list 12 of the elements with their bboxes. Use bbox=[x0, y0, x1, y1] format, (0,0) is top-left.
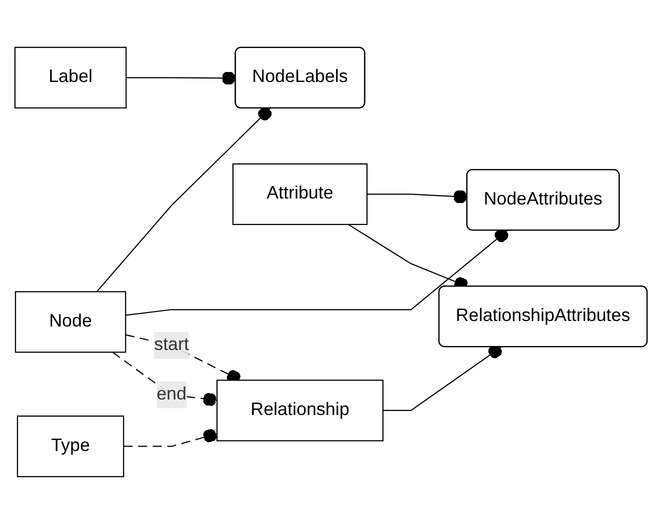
connector bbox=[126, 71, 236, 85]
node-box: Attribute bbox=[232, 163, 368, 226]
node-box: Type bbox=[16, 416, 124, 478]
connector bbox=[124, 428, 218, 447]
edge-label: end bbox=[156, 384, 187, 404]
connector bbox=[367, 190, 468, 204]
connector bbox=[96, 106, 272, 292]
edge-label: start bbox=[154, 335, 189, 354]
node-box: Label bbox=[14, 46, 127, 108]
node-box: Node bbox=[14, 291, 126, 353]
connector bbox=[126, 228, 508, 316]
node-box: Relationship bbox=[216, 380, 384, 442]
